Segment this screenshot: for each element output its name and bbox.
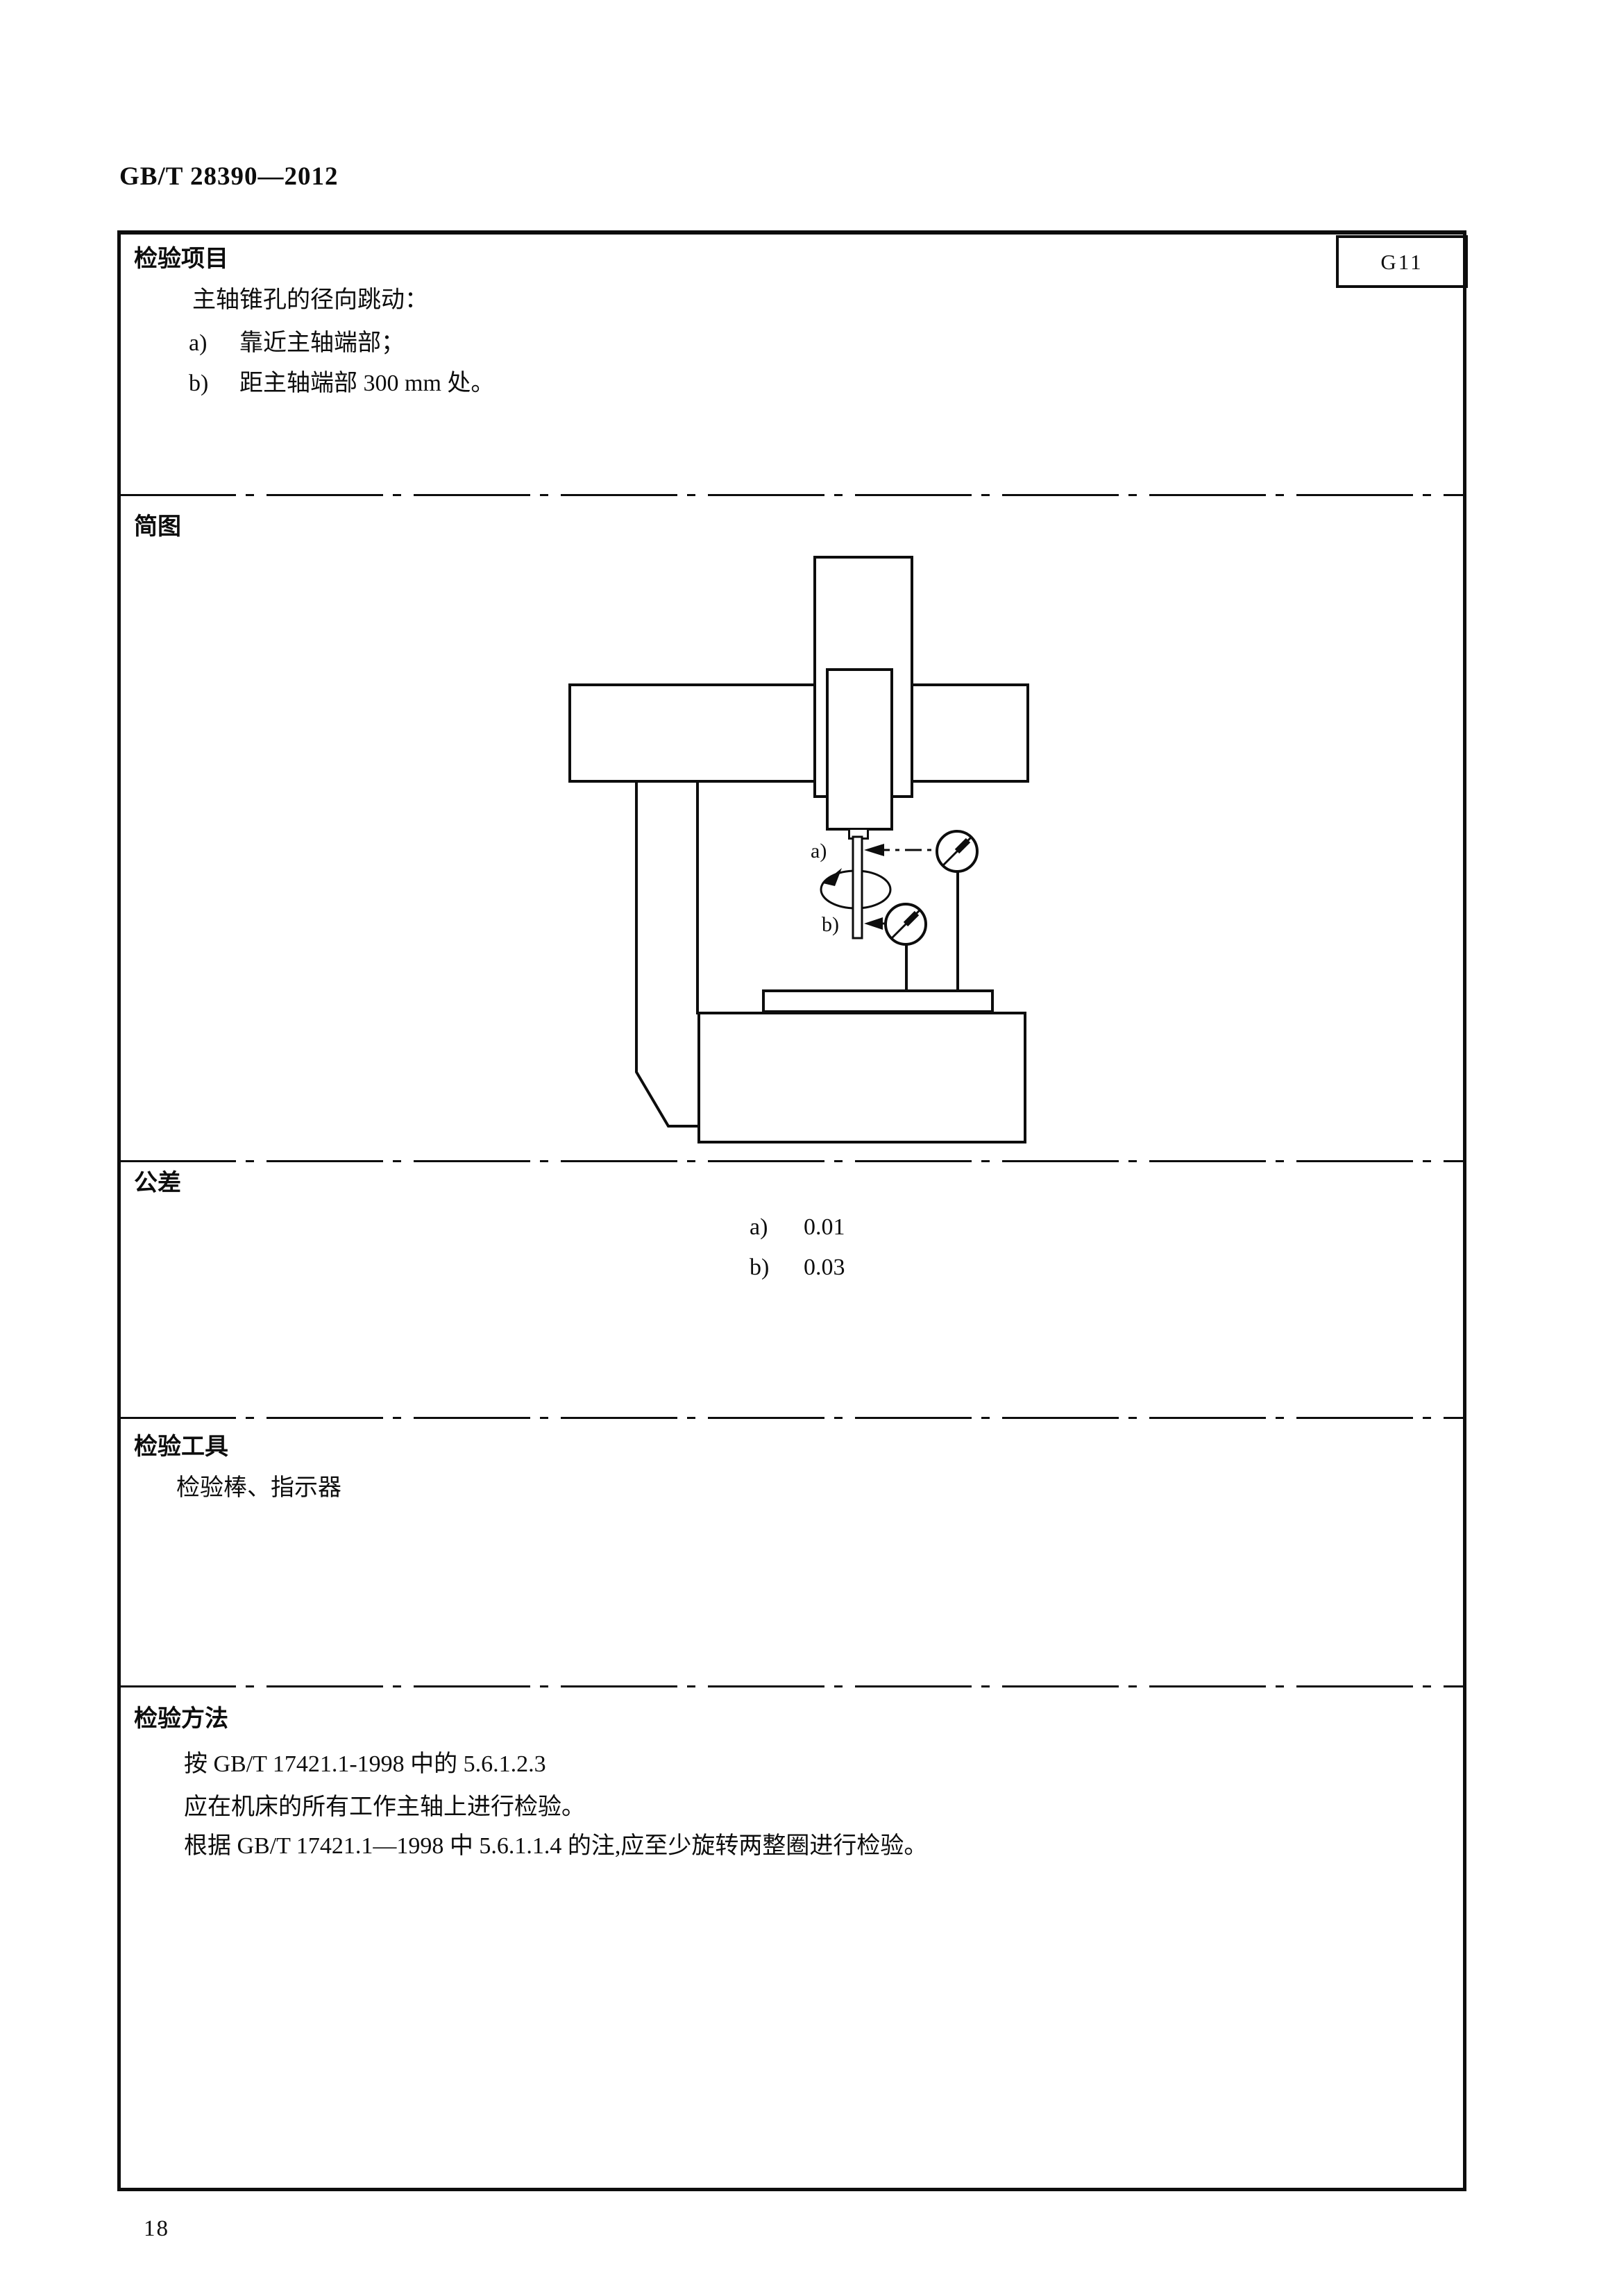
page-number: 18 bbox=[144, 2216, 169, 2241]
method-line3: 根据 GB/T 17421.1—1998 中 5.6.1.1.4 的注,应至少旋… bbox=[184, 1833, 928, 1859]
grade-code-box: G11 bbox=[1336, 235, 1468, 288]
machine-base bbox=[697, 1012, 1026, 1143]
method-line1: 按 GB/T 17421.1-1998 中的 5.6.1.2.3 bbox=[184, 1751, 546, 1777]
page-header: GB/T 28390—2012 bbox=[119, 162, 339, 191]
item-a-marker: a) bbox=[189, 330, 208, 356]
section-label-tools: 检验工具 bbox=[134, 1434, 228, 1460]
measure-arrowhead-b bbox=[864, 917, 883, 930]
tools-content: 检验棒、指示器 bbox=[176, 1475, 341, 1501]
section-label-diagram: 简图 bbox=[134, 513, 181, 540]
diagram-callout-b: b) bbox=[822, 913, 839, 936]
inspection-item-line1: 主轴锥孔的径向跳动： bbox=[192, 287, 428, 313]
diagram-callout-a: a) bbox=[811, 840, 827, 862]
section-label-method: 检验方法 bbox=[134, 1706, 228, 1732]
dial-a-pointer bbox=[954, 837, 971, 854]
tolerance-a: a) 0.01 bbox=[750, 1216, 845, 1239]
item-a-text: 靠近主轴端部； bbox=[239, 330, 405, 356]
machine-crossbeam bbox=[568, 683, 1029, 783]
tolerance-a-marker: a) bbox=[750, 1214, 768, 1240]
divider-above-diagram bbox=[119, 494, 1464, 496]
inspection-item-b: b) 距主轴端部 300 mm 处。 bbox=[189, 372, 494, 396]
item-b-marker: b) bbox=[189, 371, 209, 396]
rotation-arrowhead bbox=[823, 868, 842, 886]
divider-above-tolerance bbox=[119, 1160, 1464, 1162]
tolerance-b-marker: b) bbox=[750, 1255, 770, 1280]
item-b-text: 距主轴端部 300 mm 处。 bbox=[239, 371, 495, 396]
section-label-inspection-item: 检验项目 bbox=[134, 246, 228, 272]
tolerance-a-value: 0.01 bbox=[804, 1214, 845, 1240]
tolerance-b-value: 0.03 bbox=[804, 1255, 845, 1280]
method-line2: 应在机床的所有工作主轴上进行检验。 bbox=[184, 1794, 585, 1820]
section-label-tolerance: 公差 bbox=[134, 1170, 181, 1196]
inspection-table-frame bbox=[117, 230, 1466, 2191]
tolerance-b: b) 0.03 bbox=[750, 1256, 845, 1279]
dial-b-pointer bbox=[903, 910, 920, 927]
grade-code: G11 bbox=[1380, 249, 1423, 274]
diagram-overlay bbox=[635, 781, 979, 1128]
inspection-item-a: a) 靠近主轴端部； bbox=[189, 332, 405, 355]
column-support-outline bbox=[635, 781, 697, 1128]
divider-above-method bbox=[119, 1685, 1464, 1687]
test-bar bbox=[852, 835, 863, 939]
measure-arrowhead-a bbox=[864, 844, 884, 856]
divider-above-tools bbox=[119, 1417, 1464, 1419]
